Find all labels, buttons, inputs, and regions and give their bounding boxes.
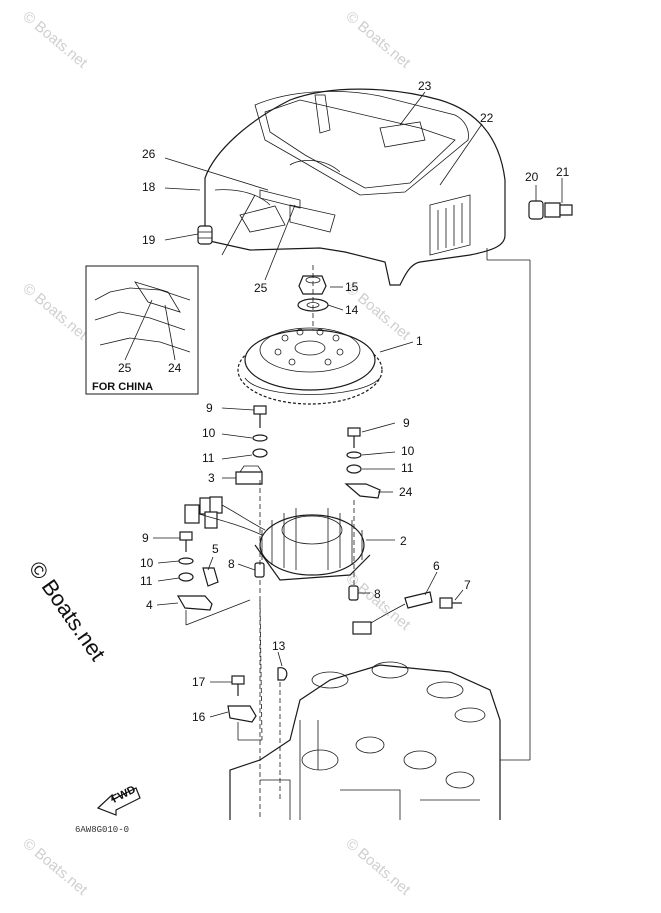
assembly-lines (185, 248, 531, 820)
fwd-arrow-icon: FWD (96, 784, 141, 816)
stator (254, 508, 371, 581)
callout-10-upper: 10 (202, 426, 216, 440)
watermark: © Boats.net (342, 8, 414, 72)
callout-25: 26 (142, 147, 156, 161)
callout-11-lower: 11 (140, 574, 153, 588)
engine-block (229, 661, 501, 820)
inset-label-25: 25 (118, 361, 132, 375)
callout-9-right: 9 (403, 416, 410, 430)
flywheel-nut (298, 275, 327, 295)
bracket (227, 705, 257, 723)
callout-9-lower: 9 (142, 531, 149, 545)
callout-23: 24 (399, 485, 413, 499)
bracket-bolt (231, 675, 245, 696)
bolt-part (528, 200, 573, 220)
callout-10-right: 10 (401, 444, 415, 458)
callout-15: 16 (192, 710, 206, 724)
callout-11-upper: 11 (202, 451, 215, 465)
inset-label-24: 24 (168, 361, 182, 375)
callout-11-right: 11 (401, 461, 414, 475)
bolt-column-left (252, 405, 268, 458)
callout-21: 22 (480, 111, 494, 125)
sensor-assembly (352, 591, 462, 635)
callout-16: 17 (192, 675, 206, 689)
callout-3: 3 (208, 471, 215, 485)
leader-lines (153, 91, 563, 718)
watermark: © Boats.net (19, 835, 91, 899)
callout-12: 13 (272, 639, 286, 653)
watermark: © Boats.net (342, 835, 414, 899)
dowel-left (254, 562, 265, 578)
callout-labels: 23 22 26 18 20 21 19 25 15 14 1 9 10 11 … (140, 79, 570, 724)
diagram-code: 6AW8G010-0 (75, 825, 129, 835)
dowel-right (348, 585, 359, 601)
clip-part (202, 567, 219, 587)
callout-19: 20 (525, 170, 539, 184)
callout-1: 1 (416, 334, 423, 348)
flywheel-cover (204, 88, 506, 286)
callout-17: 18 (142, 180, 156, 194)
callout-18: 19 (142, 233, 156, 247)
grommet-part (197, 225, 213, 245)
watermark-large: © Boats.net (24, 557, 111, 666)
callout-6: 6 (433, 559, 440, 573)
callout-24: 25 (254, 281, 268, 295)
bolt-column-right (344, 427, 381, 499)
callout-5: 5 (212, 542, 219, 556)
callout-10-lower: 10 (140, 556, 154, 570)
callout-4: 4 (146, 598, 153, 612)
clamp-part (235, 465, 263, 485)
flywheel (237, 327, 383, 405)
callout-22: 23 (418, 79, 432, 93)
inset-for-china: 25 24 FOR CHINA (85, 265, 199, 395)
callout-7: 7 (464, 578, 471, 592)
wire-harness (184, 496, 266, 536)
callout-8-left: 8 (228, 557, 235, 571)
callout-2: 2 (400, 534, 407, 548)
callout-14: 15 (345, 280, 359, 294)
watermark: © Boats.net (19, 280, 91, 344)
callout-13: 14 (345, 303, 359, 317)
callout-8-right: 8 (374, 587, 381, 601)
callout-9-upper: 9 (206, 401, 213, 415)
bolt-column-lower (176, 531, 213, 611)
watermark: © Boats.net (19, 8, 91, 72)
inset-caption: FOR CHINA (92, 381, 153, 393)
woodruff-key (277, 667, 288, 681)
callout-20: 21 (556, 165, 570, 179)
